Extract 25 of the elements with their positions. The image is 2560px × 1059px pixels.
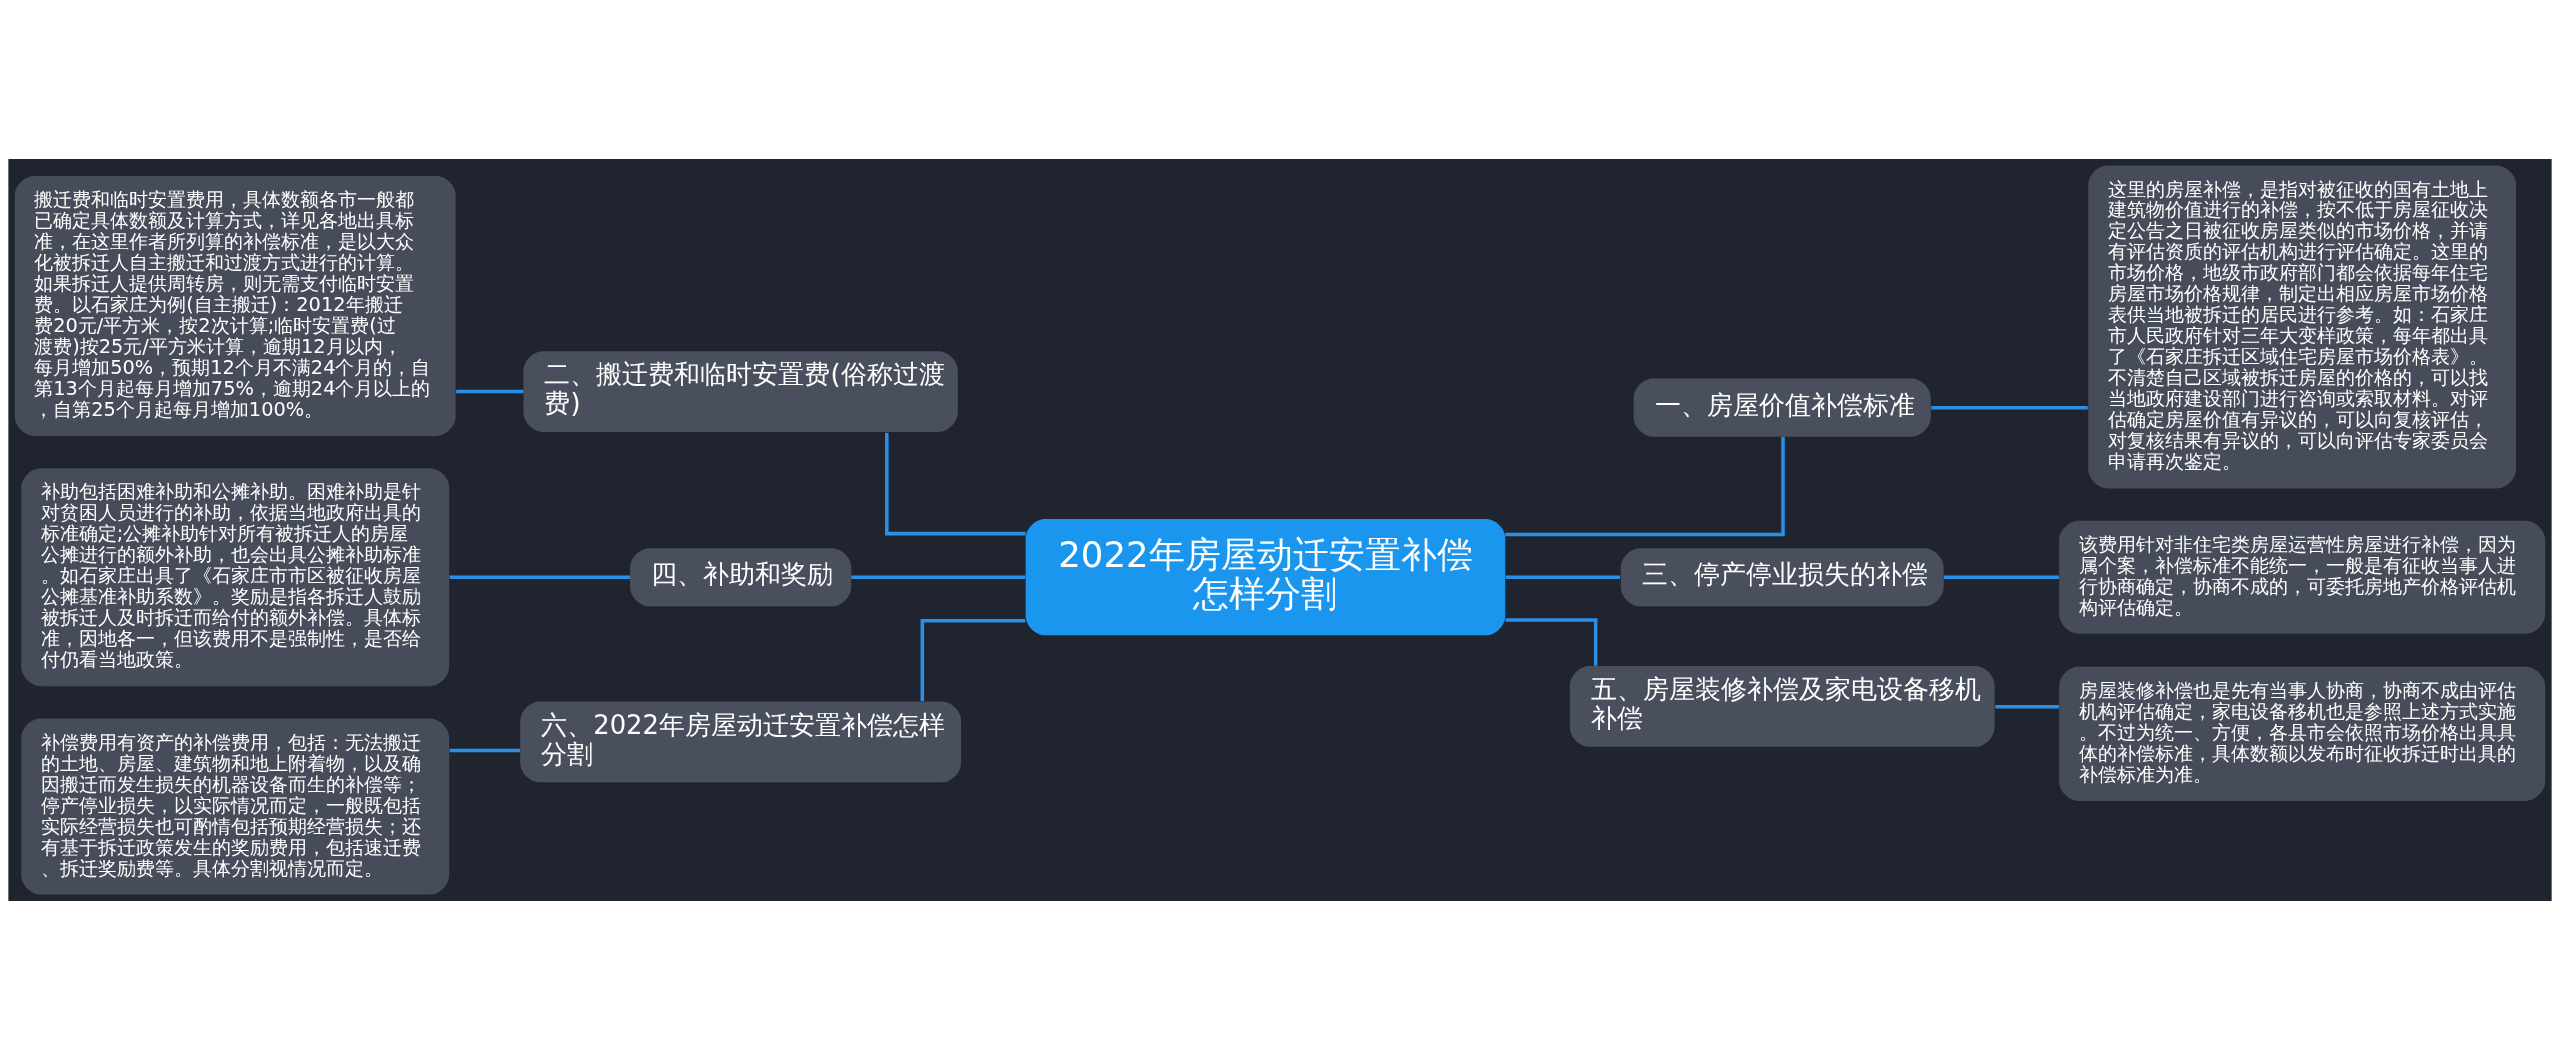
connector bbox=[1505, 574, 1621, 579]
connector bbox=[449, 574, 631, 579]
node-box: 2022年房屋动迁安置补偿怎样分割 bbox=[1025, 518, 1506, 635]
connector bbox=[1505, 436, 1785, 536]
node-box: 一、房屋价值补偿标准 bbox=[1633, 378, 1931, 437]
node-box: 五、房屋装修补偿及家电设备移机补偿 bbox=[1569, 665, 1995, 747]
connector bbox=[920, 618, 1026, 701]
node-box: 四、补助和奖励 bbox=[630, 547, 852, 606]
node-box: 房屋装修补偿也是先有当事人协商，协商不成由评估机构评估确定，家电设备移机也是参照上述方式实施。不过为统一、方便，各县市会依照市场价格出具具体的补偿标准，具体数额以发布时征收拆迁时出具的补偿标准为准。 bbox=[2059, 666, 2546, 801]
node-box: 这里的房屋补偿，是指对被征收的国有土地上建筑物价值进行的补偿，按不低于房屋征收决定公告之日被征收房屋类似的市场价格，并请有评估资质的评估机构进行评估确定。这里的市场价格，地级市政府部门都会依据每年住宅房屋市场价格规律，制定出相应房屋市场价格表供当地被拆迁的居民进行参考。如：石家庄市人民政府针对三年大变样政策，每年都出具了《石家庄拆迁区域住宅房屋市场价格表》。不清楚自己区域被拆迁房屋的价格的，可以找当地政府建设部门进行咨询或索取材料。对评估确定房屋价值有异议的，可以向复核评估，对复核结果有异议的，可以向评估专家委员会申请再次鉴定。 bbox=[2088, 164, 2517, 488]
node-box: 搬迁费和临时安置费用，具体数额各市一般都已确定具体数额及计算方式，详见各地出具标准，在这里作者所列算的补偿标准，是以大众化被拆迁人自主搬迁和过渡方式进行的计算。如果拆迁人提供周转房，则无需支付临时安置费。以石家庄为例(自主搬迁)：2012年搬迁费20元/平方米，按2次计算;临时安置费(过渡费)按25元/平方米计算，逾期12月以内，每月增加50%，预期12个月不满24个月的，自第13个月起每月增加75%，逾期24个月以上的，自第25个月起每月增加100%。 bbox=[14, 175, 456, 436]
node-box: 二、搬迁费和临时安置费(俗称过渡费) bbox=[523, 350, 958, 432]
connector bbox=[1931, 405, 2088, 409]
connector bbox=[851, 574, 1026, 579]
connector bbox=[456, 389, 524, 393]
node-box: 六、2022年房屋动迁安置补偿怎样分割 bbox=[520, 701, 962, 782]
connector bbox=[1505, 617, 1598, 666]
connector bbox=[1943, 574, 2059, 579]
connector bbox=[885, 432, 1026, 535]
node-box: 补偿费用有资产的补偿费用，包括：无法搬迁的土地、房屋、建筑物和地上附着物，以及确因搬迁而发生损失的机器设备而生的补偿等；停产停业损失，以实际情况而定，一般既包括实际经营损失也可酌情包括预期经营损失；还有基于拆迁政策发生的奖励费用，包括速迁费、拆迁奖励费等。具体分割视情况而定。 bbox=[21, 718, 450, 895]
connector bbox=[1995, 704, 2059, 709]
node-box: 三、停产停业损失的补偿 bbox=[1620, 547, 1944, 606]
connector bbox=[449, 748, 520, 752]
node-box: 补助包括困难补助和公摊补助。困难补助是针对贫困人员进行的补助，依据当地政府出具的标准确定;公摊补助针对所有被拆迁人的房屋公摊进行的额外补助，也会出具公摊补助标准。如石家庄出具了《石家庄市市区被征收房屋公摊基准补助系数》。奖励是指各拆迁人鼓励被拆迁人及时拆迁而给付的额外补偿。具体标准，因地各一，但该费用不是强制性，是否给付仍看当地政策。 bbox=[21, 467, 450, 686]
node-box: 该费用针对非住宅类房屋运营性房屋进行补偿，因为属个案，补偿标准不能统一，一般是有征收当事人进行协商确定，协商不成的，可委托房地产价格评估机构评估确定。 bbox=[2059, 520, 2546, 634]
